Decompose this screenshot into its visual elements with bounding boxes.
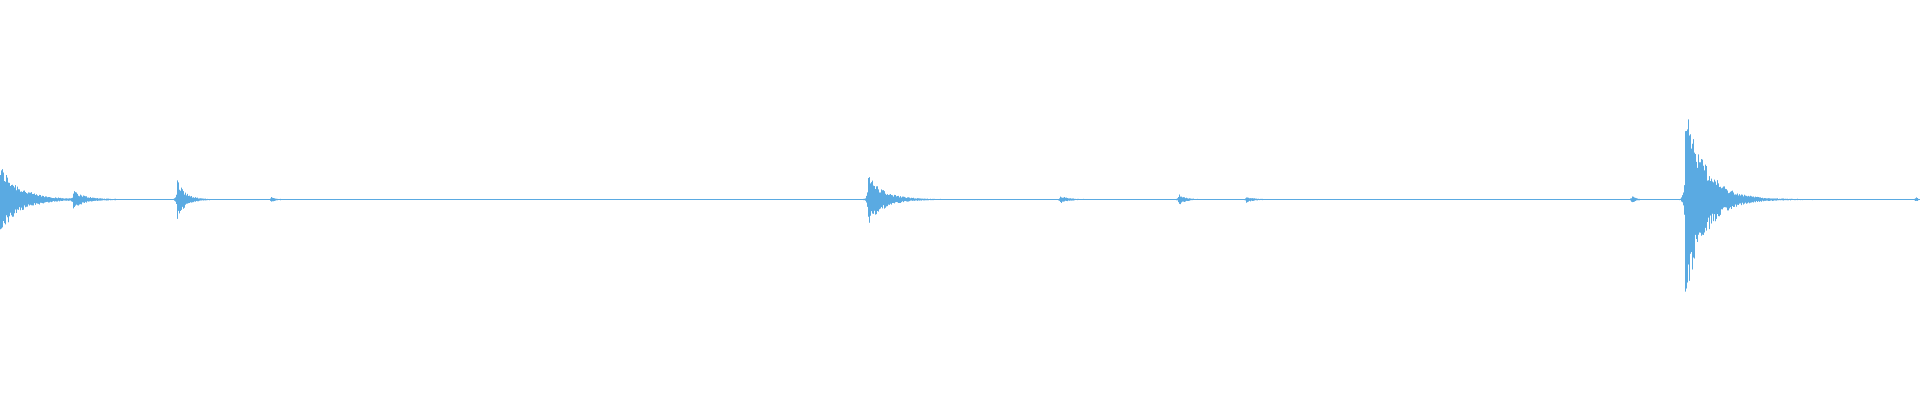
- waveform-path: [0, 119, 1920, 292]
